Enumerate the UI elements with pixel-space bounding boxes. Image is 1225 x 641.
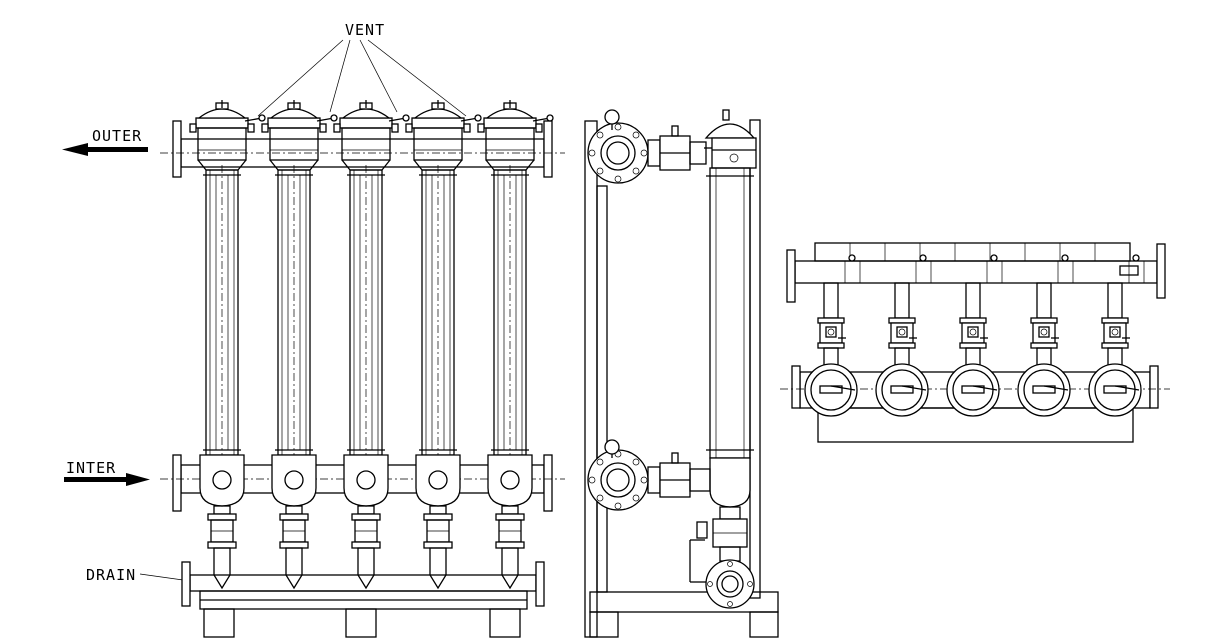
outlet-header-pipe [160,120,565,178]
side-housing-top [704,109,757,169]
vent-leader-lines [257,39,467,117]
side-upper-valve [647,125,707,171]
side-drain-assembly [689,506,755,609]
inlet-label: INTER [66,459,116,477]
top-branch [1017,254,1074,417]
filter-housing [333,100,410,590]
filter-housing [477,100,554,590]
front-view [160,100,565,638]
filter-housing [405,100,482,590]
side-upper-flange [587,109,649,184]
inlet-arrow [64,473,150,486]
top-view [780,242,1170,443]
drain-leader [139,573,184,581]
drain-label: DRAIN [86,566,136,584]
side-frame [584,119,779,638]
top-branch [804,254,861,417]
top-branch [946,254,1003,417]
vent-label: VENT [345,21,385,39]
top-branch [1088,254,1145,417]
side-lower-valve [647,452,711,498]
outlet-arrow [62,143,148,156]
outlet-label: OUTER [92,127,142,145]
side-view [584,109,779,638]
filter-housing [261,100,338,590]
top-branch [875,254,932,417]
filter-housing [189,100,266,590]
side-housing-tube [706,167,754,508]
front-base-frame [199,590,528,638]
